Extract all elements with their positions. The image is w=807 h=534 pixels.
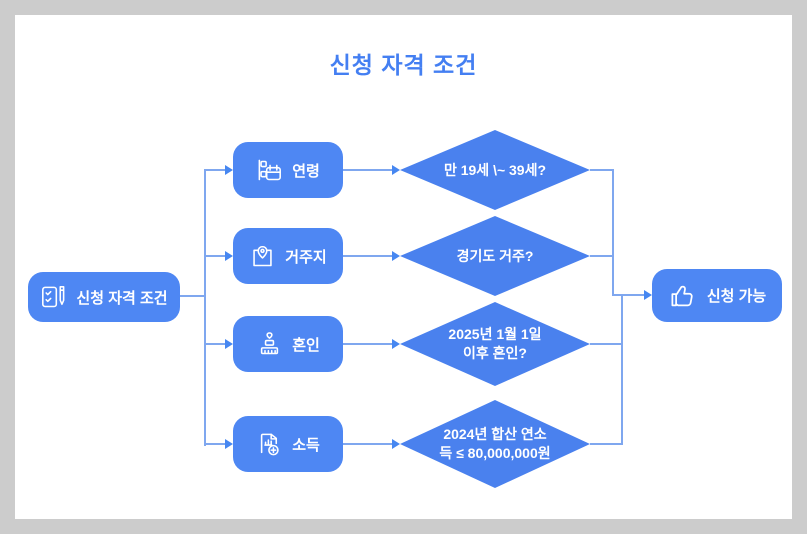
arrowhead-income-decision — [392, 439, 400, 449]
connector-left-trunk — [204, 169, 206, 446]
branch-node-label: 혼인 — [292, 336, 320, 354]
thumbs-up-icon — [671, 285, 693, 306]
connector-to-income — [204, 443, 225, 445]
branch-node-label: 거주지 — [285, 248, 327, 266]
connector-marriage-to-decision — [343, 343, 392, 345]
branch-node-residence: 거주지 — [233, 228, 343, 284]
clipboard-pen-icon — [42, 285, 65, 307]
decision-age-text: 만 19세 \~ 39세? — [443, 161, 547, 178]
diagram-title: 신청 자격 조건 — [329, 52, 478, 78]
connector-decision-age-out — [590, 169, 614, 171]
root-node-label: 신청 자격 조건 — [76, 289, 168, 307]
connector-decision-residence-out — [590, 255, 614, 257]
arrowhead-to-residence — [225, 251, 233, 261]
connector-root-out — [180, 295, 205, 297]
diagram-canvas: 신청 자격 조건 신청 자격 조건 연령 — [15, 15, 792, 519]
connector-to-result — [612, 294, 644, 296]
branch-node-label: 소득 — [292, 436, 320, 454]
decision-marriage: 2025년 1월 1일 이후 혼인? — [400, 302, 590, 386]
connector-to-residence — [204, 255, 225, 257]
branch-node-age: 연령 — [233, 142, 343, 198]
decision-income: 2024년 합산 연소 득 ≤ 80,000,000원 — [400, 400, 590, 488]
arrowhead-age-decision — [392, 165, 400, 175]
wedding-cake-icon — [261, 331, 279, 354]
connector-decision-marriage-out — [590, 343, 623, 345]
decision-age: 만 19세 \~ 39세? — [400, 130, 590, 210]
arrowhead-marriage-decision — [392, 339, 400, 349]
arrowhead-to-age — [225, 165, 233, 175]
result-node: 신청 가능 — [652, 269, 782, 322]
connector-residence-to-decision — [343, 255, 392, 257]
arrowhead-residence-decision — [392, 251, 400, 261]
arrowhead-to-marriage — [225, 339, 233, 349]
decision-income-text: 2024년 합산 연소 득 ≤ 80,000,000원 — [439, 426, 551, 461]
arrowhead-to-income — [225, 439, 233, 449]
income-report-icon — [261, 433, 279, 455]
connector-to-age — [204, 169, 225, 171]
connector-to-marriage — [204, 343, 225, 345]
decision-marriage-text: 2025년 1월 1일 이후 혼인? — [448, 326, 542, 361]
location-pin-icon — [253, 245, 273, 266]
decision-residence-text: 경기도 거주? — [456, 247, 534, 264]
result-node-label: 신청 가능 — [706, 288, 767, 305]
connector-age-to-decision — [343, 169, 392, 171]
decision-residence: 경기도 거주? — [400, 216, 590, 296]
connector-right-trunk-lower — [621, 295, 623, 445]
connector-income-to-decision — [343, 443, 392, 445]
branch-node-label: 연령 — [292, 162, 320, 180]
branch-node-income: 소득 — [233, 416, 343, 472]
arrowhead-to-result — [644, 290, 652, 300]
connector-right-trunk-upper — [612, 169, 614, 296]
connector-decision-income-out — [590, 443, 623, 445]
calendar-icon — [258, 159, 282, 180]
branch-node-marriage: 혼인 — [233, 316, 343, 372]
root-node: 신청 자격 조건 — [28, 272, 180, 322]
